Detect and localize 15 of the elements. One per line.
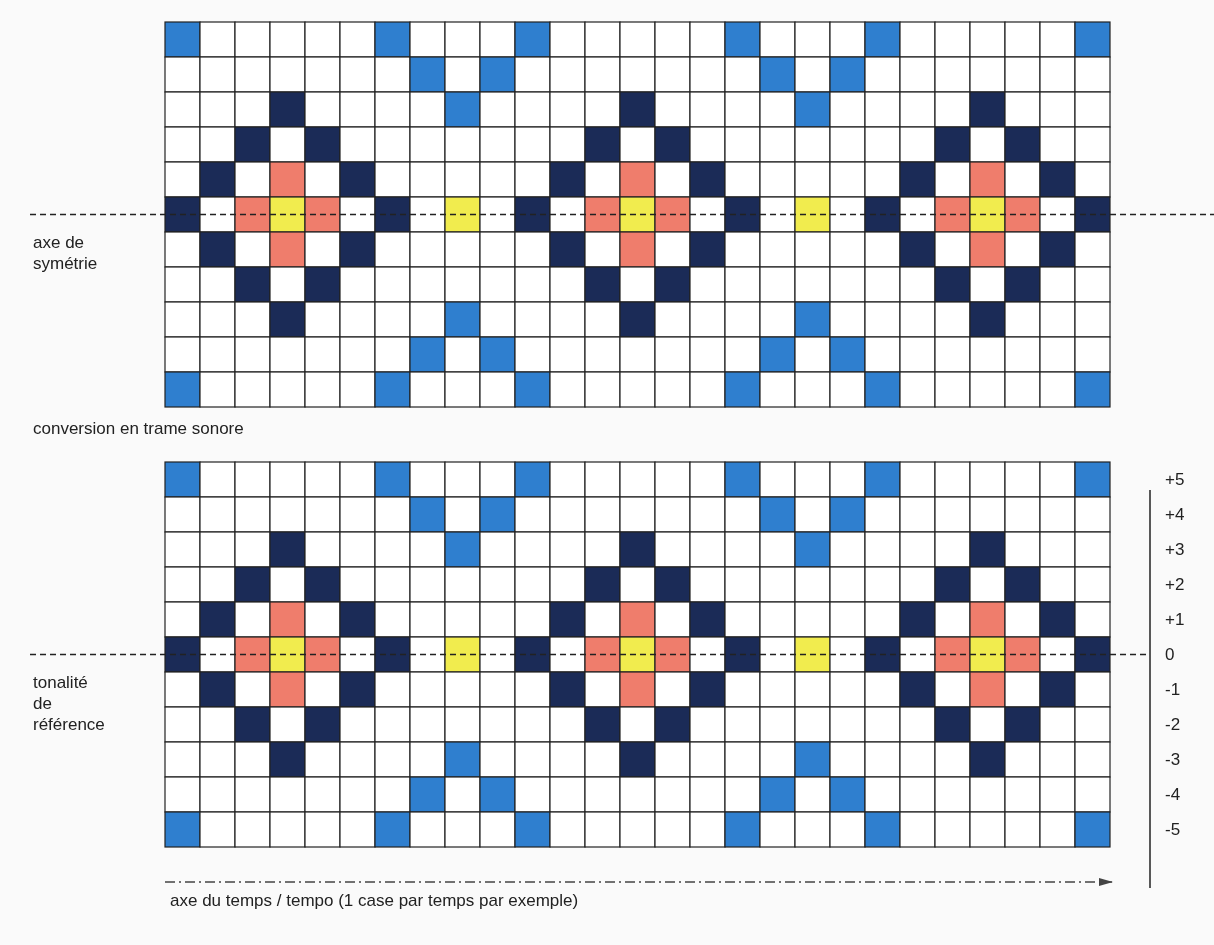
scale-value: 0 (1165, 644, 1175, 665)
scale-value: -1 (1165, 679, 1181, 700)
scale-value: -2 (1165, 714, 1181, 735)
scale-value: -5 (1165, 819, 1181, 840)
scale-value: +1 (1165, 609, 1185, 630)
scale-value: +4 (1165, 504, 1185, 525)
axis-label: axe du temps / tempo (1 case par temps par exemple) (170, 890, 579, 911)
axis-label: axe de symétrie (33, 232, 99, 274)
section-label: conversion en trame sonore (33, 418, 244, 439)
scale-value: +5 (1165, 469, 1185, 490)
axis-label: tonalité de référence (33, 672, 105, 735)
scale-value: -3 (1165, 749, 1181, 770)
scale-value: +3 (1165, 539, 1185, 560)
scale-value: +2 (1165, 574, 1185, 595)
scale-value: -4 (1165, 784, 1181, 805)
